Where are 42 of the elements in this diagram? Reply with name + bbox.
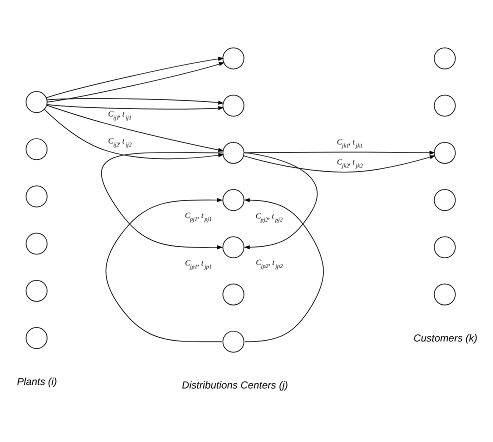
- edge-label: C$_{jp2}$, t$_{jp2}$: [256, 258, 283, 270]
- arrow: [244, 150, 436, 154]
- arrow: [46, 62, 225, 102]
- arrow: [243, 154, 436, 172]
- node-circle: [222, 188, 244, 210]
- arrow: [244, 198, 324, 342]
- node-circle: [434, 236, 456, 258]
- edge-label: C$_{jp1}$, t$_{jp1}$: [184, 258, 212, 270]
- node-circle: [434, 47, 456, 69]
- node-circle: [434, 188, 456, 210]
- arrow: [106, 198, 223, 342]
- node-circle: [26, 326, 48, 348]
- label: Plants (i): [16, 376, 58, 388]
- edge-label: C$_{ij2}$, t$_{ij2}$: [108, 136, 132, 148]
- node-circle: [222, 236, 244, 258]
- node-circle: [26, 185, 48, 207]
- node-circle: [222, 330, 244, 352]
- node-circle: [434, 94, 456, 116]
- node-circle: [222, 283, 244, 305]
- arrow: [44, 108, 224, 159]
- node-circle: [26, 279, 48, 302]
- node-circle: [434, 141, 456, 164]
- label: Distributions Centers (j): [182, 380, 288, 392]
- node-circle: [222, 94, 244, 116]
- node-circle: [26, 90, 48, 112]
- label: Customers (k): [414, 332, 478, 344]
- arrow: [101, 152, 223, 249]
- edge-label: C$_{pj1}$, t$_{pj1}$: [184, 210, 212, 223]
- edge-label: C$_{pj2}$, t$_{pj2}$: [256, 210, 283, 223]
- arrow: [46, 56, 224, 98]
- arrow: [46, 98, 224, 104]
- node-circle: [26, 138, 48, 160]
- edge-label: C$_{jk1}$, t$_{jk1}$: [336, 137, 363, 150]
- node-circle: [434, 283, 456, 305]
- arrow: [46, 104, 224, 110]
- node-circle: [222, 141, 244, 164]
- edge-label: C$_{ij1}$, t$_{ij1}$: [108, 108, 132, 121]
- arrow: [46, 104, 224, 152]
- node-circle: [26, 232, 48, 254]
- edge-label: C$_{jk2}$, t$_{jk2}$: [336, 156, 363, 169]
- node-circle: [222, 47, 244, 69]
- arrow: [244, 152, 318, 249]
